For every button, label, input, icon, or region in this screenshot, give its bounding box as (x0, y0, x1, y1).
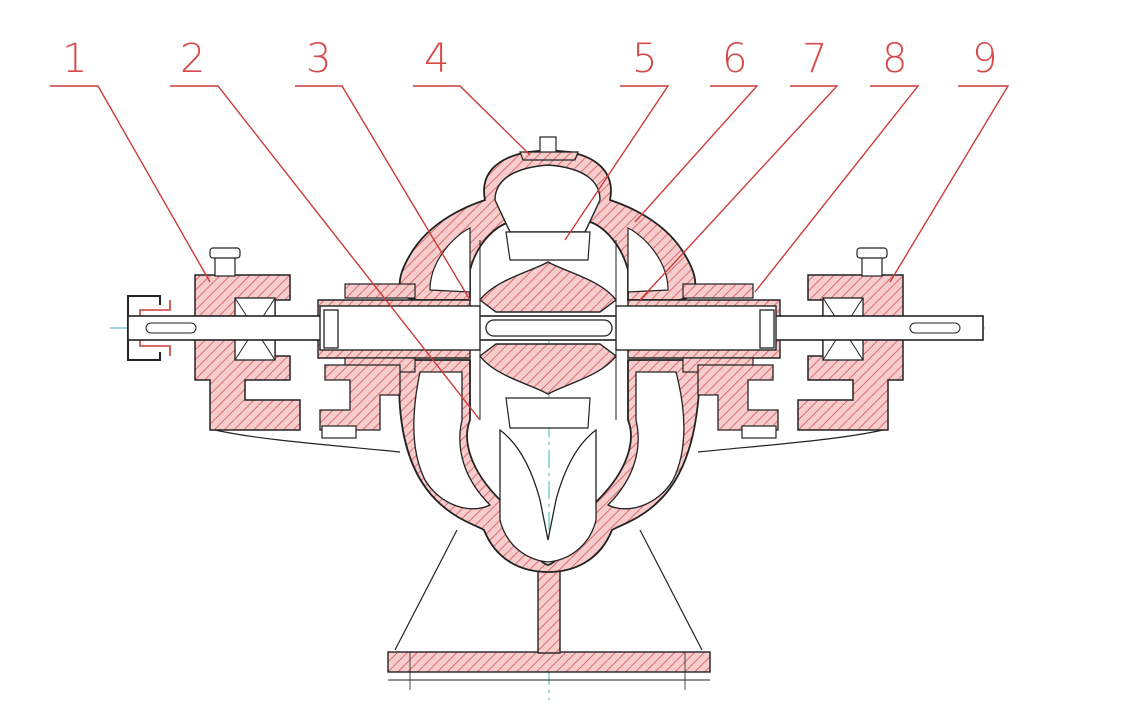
pump-base (387, 529, 711, 690)
left-bearing-housing (127, 247, 301, 431)
part-labels: 1 2 3 4 5 6 7 8 9 (62, 36, 997, 82)
part-label-8: 8 (882, 36, 907, 82)
part-label-7: 7 (802, 36, 827, 82)
part-label-4: 4 (424, 36, 449, 82)
bearing-brackets (214, 425, 884, 453)
part-label-3: 3 (306, 36, 331, 82)
part-label-2: 2 (180, 36, 205, 82)
pump-casing (398, 136, 701, 573)
part-label-6: 6 (722, 36, 747, 82)
pump-shaft (127, 305, 984, 351)
leader-lines (50, 85, 1010, 421)
part-label-5: 5 (632, 36, 657, 82)
part-label-9: 9 (972, 36, 997, 82)
part-label-1: 1 (62, 36, 87, 82)
